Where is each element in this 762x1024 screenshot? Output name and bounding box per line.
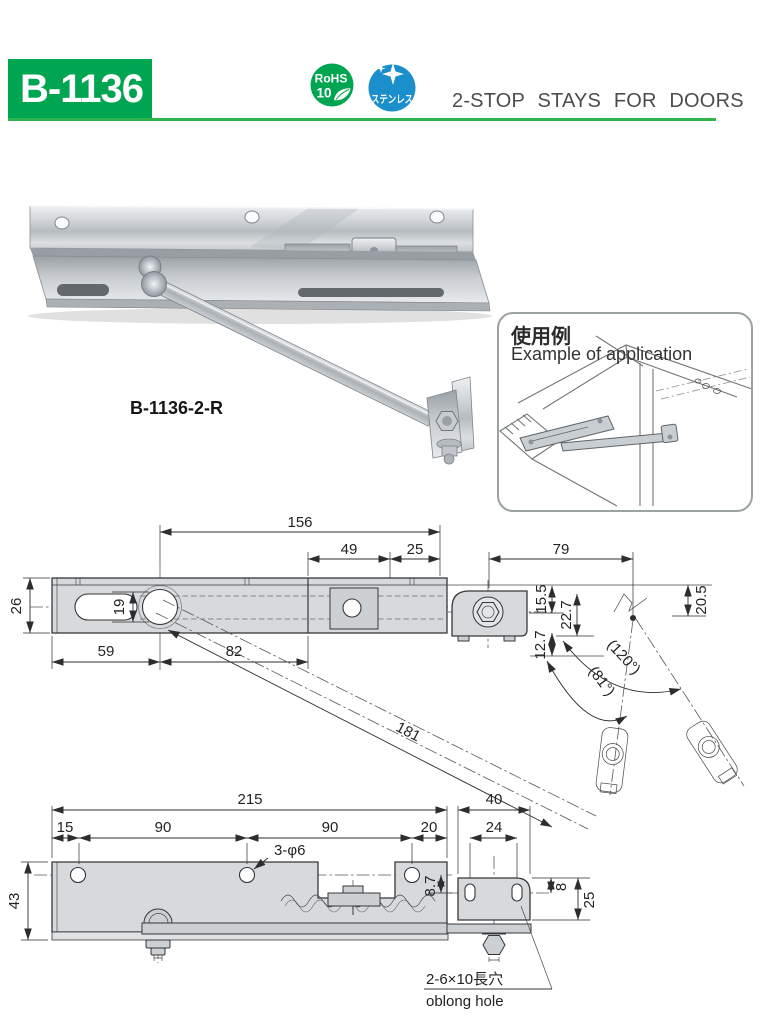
dim-90a: 90 [155,819,172,836]
product-photo [28,205,492,465]
ghost-bracket [595,727,629,795]
dim-43: 43 [6,893,23,910]
mounting-hole [403,866,421,884]
pivot-side [141,588,179,626]
ghost-bracket [686,720,738,785]
dim-20-5: 20.5 [693,585,710,614]
dim-20: 20 [421,819,438,836]
dim-26: 26 [8,598,25,615]
dim-25b: 25 [581,892,598,909]
dim-49: 49 [341,541,358,558]
stay-back-plate [29,205,491,312]
dim-156: 156 [287,514,312,531]
dim-215: 215 [237,791,262,808]
oblong-slot [57,284,109,296]
example-illustration [499,335,751,507]
leader-line [595,335,644,367]
dim-181: 181 [393,719,423,746]
rohs-label: RoHS [315,72,348,86]
example-title-en: Example of application [511,344,693,364]
screw-hole [54,216,70,230]
hex-bolt-side [476,601,500,623]
dim-25: 25 [407,541,424,558]
long-slot [298,288,444,297]
header-rule [8,118,716,121]
end-bracket-assembly [426,376,475,465]
technical-drawing: 26 19 156 49 25 79 59 82 15.5 [6,514,745,1010]
dim-8-7: 8.7 [422,876,439,897]
oblong-hole-right [511,883,523,902]
product-code-box: B-1136 [8,59,152,120]
dim-15-5: 15.5 [533,584,550,613]
angle-120: (120°) [603,637,643,679]
rohs-badge: RoHS 10 [310,63,354,107]
dim-79: 79 [553,541,570,558]
stainless-badge: ステンレス [368,63,416,112]
example-stay-bracket [519,415,615,452]
spring-wave [280,894,436,908]
mounting-hole [238,866,256,884]
dim-40: 40 [486,791,503,808]
sparkle-small-icon [376,64,386,73]
oblong-leader [520,905,553,990]
dim-19: 19 [111,599,128,616]
screw-hole [429,210,445,224]
pivot-screw [141,271,167,297]
dim-24: 24 [486,819,503,836]
dim-15: 15 [57,819,74,836]
certification-badges: RoHS 10 ステンレス [310,63,416,112]
dim-82: 82 [226,643,243,660]
model-label: B-1136-2-R [130,398,224,418]
oblong-note-en: oblong hole [426,993,504,1010]
screw-hole [244,210,260,224]
product-code: B-1136 [20,67,144,111]
dim-59: 59 [98,643,115,660]
pivot-dome-top [143,908,173,924]
application-example-box: 使用例 Example of application [497,312,753,512]
side-view: 26 19 156 49 25 79 59 82 15.5 [8,514,745,830]
stainless-label: ステンレス [371,94,413,106]
photo-shadow [28,308,492,324]
hole-note: 3-φ6 [274,842,305,859]
stainless-circle [368,64,416,112]
oblong-note-ja: 2-6×10長穴 [426,971,503,988]
hex-bolt-top [482,935,506,955]
dim-22-7: 22.7 [558,600,575,629]
oblong-hole-left [464,883,476,902]
leaf-vein [335,89,350,100]
arm-folded [141,922,448,935]
dim-12-7: 12.7 [532,630,549,659]
top-view: 215 40 15 90 90 20 24 3-φ6 43 8.7 [6,791,598,1010]
slot-side [74,593,138,621]
angle-81: (81°) [585,663,618,699]
example-title-ja: 使用例 [511,326,571,348]
dim-90b: 90 [322,819,339,836]
rohs-number: 10 [316,86,331,101]
mounting-hole [69,866,87,884]
sparkle-icon [382,63,404,85]
dim-8: 8 [553,883,570,891]
category-title: 2-STOP STAYS FOR DOORS [452,90,744,112]
